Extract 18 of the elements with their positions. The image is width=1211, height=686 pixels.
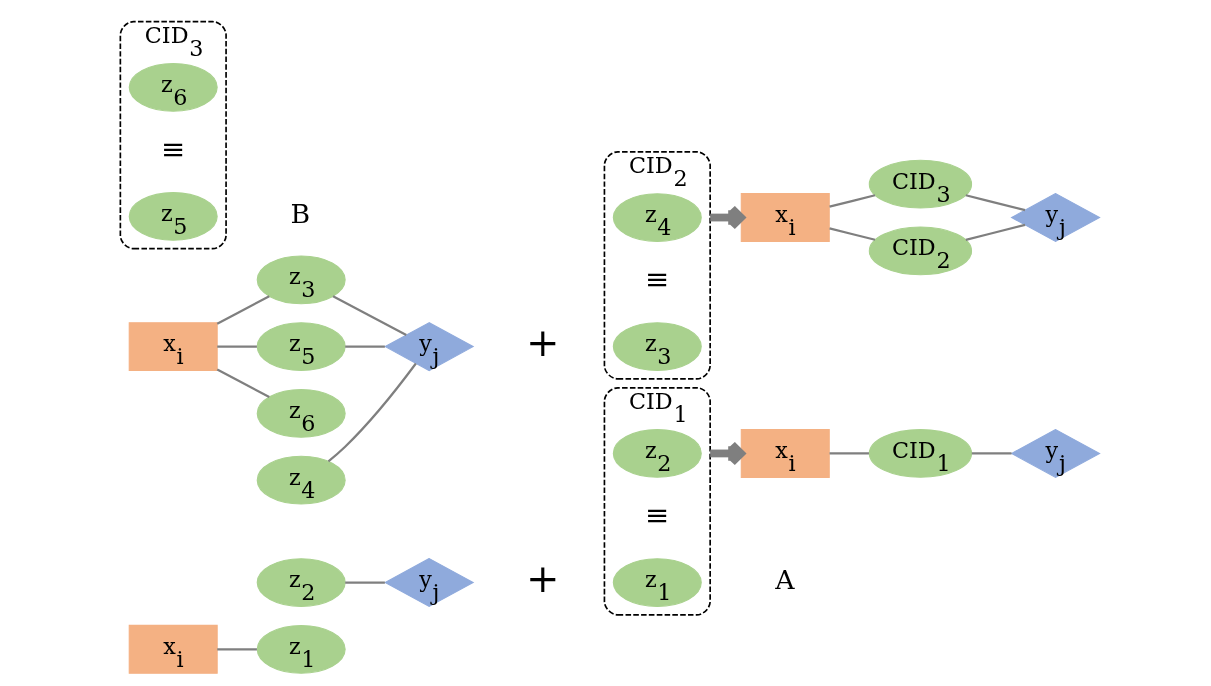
label: + [525, 319, 560, 366]
connector [216, 368, 270, 398]
connector [327, 362, 417, 463]
connector [345, 345, 385, 348]
connector [829, 194, 876, 208]
connector [965, 194, 1026, 212]
label: + [525, 555, 560, 602]
connector [829, 227, 876, 241]
label: B [290, 198, 311, 230]
label: A [775, 564, 795, 596]
connector [345, 581, 385, 584]
connector [332, 295, 407, 337]
connector [217, 345, 257, 348]
connector [965, 223, 1026, 241]
connector [829, 452, 869, 455]
connector [216, 295, 270, 325]
connector [971, 452, 1012, 455]
connector [217, 648, 257, 651]
